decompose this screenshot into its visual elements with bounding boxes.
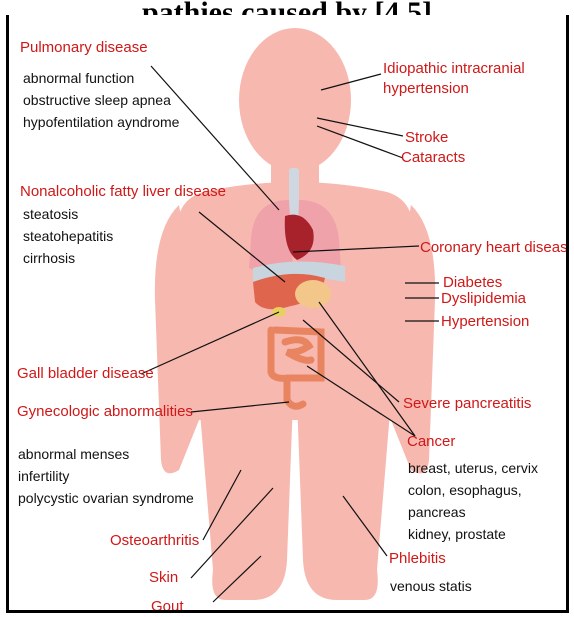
pulmonary-details: abnormal function obstructive sleep apne… (23, 67, 179, 133)
detail-text: colon, esophagus, pancreas (408, 479, 566, 523)
hypertension-label: Hypertension (441, 313, 529, 331)
detail-text: steatohepatitis (23, 225, 113, 247)
skin-label: Skin (149, 569, 178, 587)
cataracts-label: Cataracts (401, 149, 465, 167)
severe-pancreatitis-label: Severe pancreatitis (403, 395, 531, 413)
detail-text: cirrhosis (23, 247, 113, 269)
detail-text: obstructive sleep apnea (23, 89, 179, 111)
trachea-shape (289, 168, 299, 218)
detail-text: abnormal function (23, 67, 179, 89)
detail-text: hypofentilation ayndrome (23, 111, 179, 133)
detail-text: breast, uterus, cervix (408, 457, 566, 479)
coronary-heart-disease-label: Coronary heart disease (420, 239, 569, 257)
detail-text: polycystic ovarian syndrome (18, 487, 194, 509)
detail-text: abnormal menses (18, 443, 194, 465)
osteoarthritis-label: Osteoarthritis (110, 532, 199, 550)
iih-label: Idiopathic intracranial hypertension (383, 59, 558, 99)
stroke-label: Stroke (405, 129, 448, 147)
nafld-label: Nonalcoholic fatty liver disease (20, 183, 226, 201)
cancer-details: breast, uterus, cervix colon, esophagus,… (408, 457, 566, 545)
gall-bladder-disease-label: Gall bladder disease (17, 365, 154, 383)
gynecologic-details: abnormal menses infertility polycystic o… (18, 443, 194, 509)
body-silhouette (155, 28, 435, 600)
phlebitis-details: venous statis (390, 575, 472, 597)
detail-text: venous statis (390, 575, 472, 597)
nafld-details: steatosis steatohepatitis cirrhosis (23, 203, 113, 269)
pancreas-shape (295, 280, 331, 308)
phlebitis-label: Phlebitis (389, 550, 446, 568)
pulmonary-disease-label: Pulmonary disease (20, 39, 148, 57)
detail-text: steatosis (23, 203, 113, 225)
gout-label: Gout (151, 598, 184, 613)
detail-text: infertility (18, 465, 194, 487)
cancer-label: Cancer (407, 433, 455, 451)
detail-text: kidney, prostate (408, 523, 566, 545)
gynecologic-abnormalities-label: Gynecologic abnormalities (17, 403, 193, 421)
figure-frame: Pulmonary disease abnormal function obst… (6, 15, 569, 613)
dyslipidemia-label: Dyslipidemia (441, 290, 526, 308)
